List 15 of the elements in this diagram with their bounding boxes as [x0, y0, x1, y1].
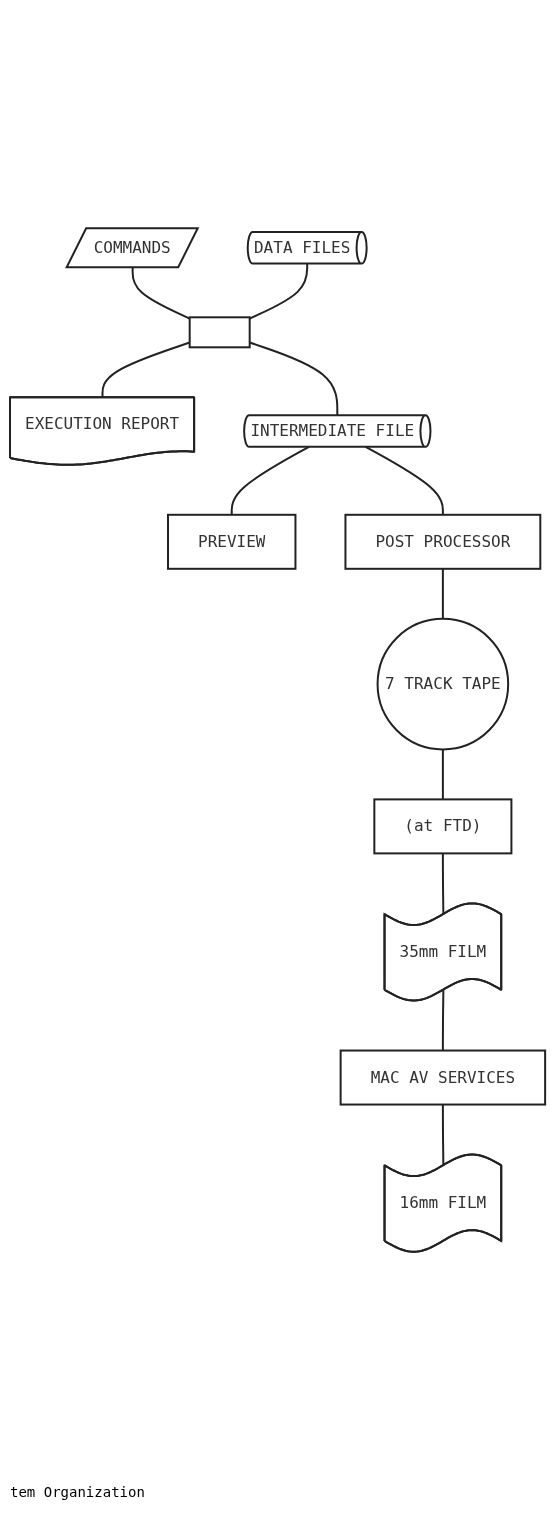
connector	[442, 989, 445, 1052]
node-circle: 7 TRACK TAPE	[377, 617, 510, 751]
node-box	[189, 316, 252, 349]
node-box: PREVIEW	[167, 513, 297, 570]
connector	[249, 262, 309, 320]
node-text: DATA FILES	[254, 237, 351, 257]
node-box: MAC AV SERVICES	[340, 1049, 547, 1106]
node-box: (at FTD)	[373, 798, 513, 855]
connector	[442, 567, 445, 620]
connector	[442, 748, 445, 801]
connector	[231, 445, 311, 516]
node-box: POST PROCESSOR	[344, 513, 542, 570]
caption-text: tem Organization	[10, 1484, 146, 1500]
connector	[365, 445, 445, 516]
node-text: INTERMEDIATE FILE	[250, 421, 415, 441]
